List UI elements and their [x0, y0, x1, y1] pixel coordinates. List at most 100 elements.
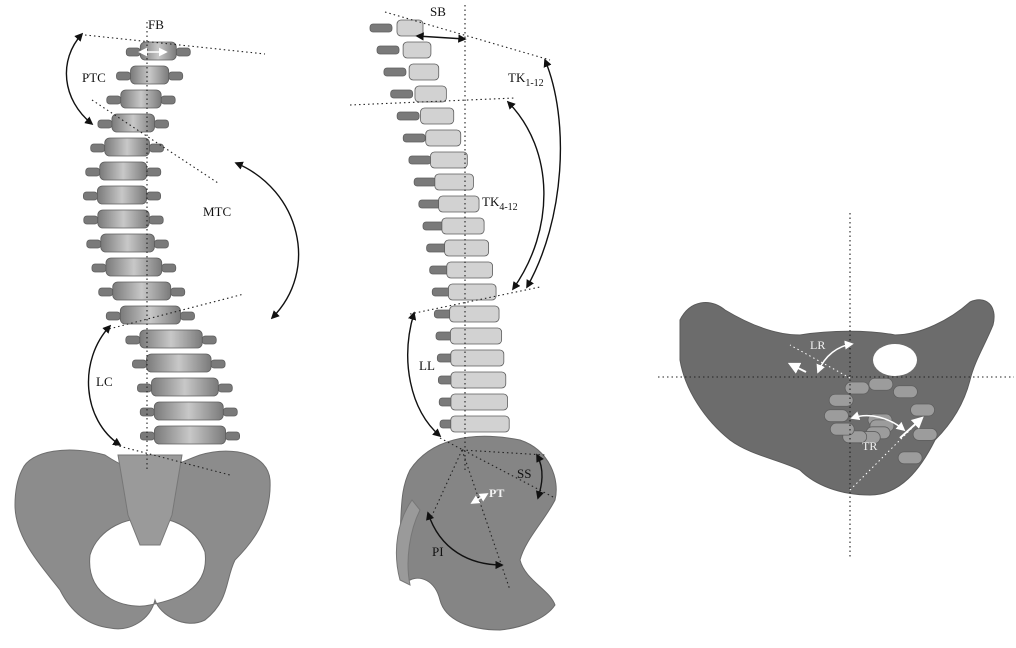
coronal-vertebra — [154, 402, 223, 420]
axial-vertebra — [830, 423, 854, 435]
sagittal-vertebrae — [370, 20, 509, 432]
tk1-12-sub: 1-12 — [525, 78, 543, 89]
sagittal-spinous-process — [414, 178, 436, 186]
axial-vertebra — [911, 404, 935, 416]
sagittal-vertebra — [451, 372, 506, 388]
coronal-transverse-process — [107, 96, 121, 104]
coronal-vertebra — [113, 282, 171, 300]
sagittal-vertebra — [451, 350, 504, 366]
axial-vertebra — [824, 410, 848, 422]
sagittal-vertebra — [431, 152, 468, 168]
coronal-vertebra — [120, 306, 180, 324]
sagittal-vertebra — [447, 262, 493, 278]
axial-vertebra — [869, 378, 893, 390]
coronal-vertebra — [100, 162, 147, 180]
coronal-vertebra — [98, 210, 149, 228]
coronal-vertebra — [140, 330, 202, 348]
tk1-12-main: TK — [508, 70, 526, 85]
tk4-12-label: TK4-12 — [482, 194, 518, 213]
coronal-transverse-process — [171, 288, 185, 296]
sagittal-spinous-process — [370, 24, 392, 32]
coronal-transverse-process — [86, 168, 100, 176]
coronal-transverse-process — [98, 120, 112, 128]
pt-label: PT — [489, 486, 504, 500]
coronal-vertebra — [112, 114, 155, 132]
sagittal-vertebra — [450, 306, 499, 322]
coronal-transverse-process — [162, 264, 176, 272]
coronal-transverse-process — [218, 384, 232, 392]
sagittal-vertebra — [426, 130, 461, 146]
coronal-vertebra — [151, 378, 218, 396]
coronal-vertebra — [121, 90, 161, 108]
sb-arrow — [417, 36, 465, 39]
sagittal-spinous-process — [397, 112, 419, 120]
tk1-12-label: TK1-12 — [508, 70, 544, 89]
coronal-transverse-process — [83, 192, 97, 200]
tr-label: TR — [862, 439, 877, 453]
coronal-transverse-process — [211, 360, 225, 368]
coronal-transverse-process — [132, 360, 146, 368]
coronal-vertebra — [105, 138, 150, 156]
coronal-transverse-process — [226, 432, 240, 440]
sagittal-pelvis — [398, 436, 556, 630]
pi-label: PI — [432, 544, 444, 559]
sagittal-vertebra — [445, 240, 489, 256]
sagittal-spinous-process — [409, 156, 431, 164]
tk4-12-arc — [508, 102, 544, 289]
coronal-transverse-process — [92, 264, 106, 272]
tk4-12-sub: 4-12 — [499, 202, 517, 213]
sagittal-vertebra — [421, 108, 454, 124]
coronal-transverse-process — [87, 240, 101, 248]
sagittal-vertebra — [439, 196, 479, 212]
coronal-vertebra — [97, 186, 146, 204]
sagittal-vertebra — [451, 416, 509, 432]
coronal-transverse-process — [180, 312, 194, 320]
axial-panel: LR TR — [658, 213, 1014, 558]
axial-vertebra — [898, 452, 922, 464]
coronal-sacrum — [118, 455, 182, 545]
coronal-transverse-process — [147, 192, 161, 200]
ll-arc — [408, 313, 440, 436]
coronal-transverse-process — [155, 120, 169, 128]
coronal-transverse-process — [126, 48, 140, 56]
tk4-12-main: TK — [482, 194, 500, 209]
lr-label: LR — [810, 338, 825, 352]
sagittal-spinous-process — [391, 90, 413, 98]
sagittal-spinous-process — [384, 68, 406, 76]
coronal-transverse-process — [154, 240, 168, 248]
sagittal-spinous-process — [419, 200, 441, 208]
mtc-label: MTC — [203, 204, 231, 219]
coronal-transverse-process — [137, 384, 151, 392]
coronal-vertebra — [146, 354, 211, 372]
mtc-arc — [236, 163, 299, 318]
coronal-transverse-process — [149, 216, 163, 224]
axial-vertebra — [893, 386, 917, 398]
coronal-vertebra — [140, 42, 176, 60]
coronal-vertebra — [131, 66, 169, 84]
axial-vertebra — [829, 394, 853, 406]
axial-vertebra — [845, 382, 869, 394]
coronal-panel: FB PTC MTC LC — [15, 17, 299, 629]
sagittal-vertebra — [448, 284, 496, 300]
sagittal-vertebra — [397, 20, 423, 36]
coronal-transverse-process — [150, 144, 164, 152]
coronal-transverse-process — [106, 312, 120, 320]
sagittal-vertebra — [450, 328, 501, 344]
sagittal-vertebra — [403, 42, 431, 58]
sb-label: SB — [430, 4, 446, 19]
sagittal-spinous-process — [377, 46, 399, 54]
sagittal-spinous-process — [403, 134, 425, 142]
sagittal-vertebra — [442, 218, 484, 234]
lc-label: LC — [96, 374, 113, 389]
coronal-vertebra — [101, 234, 155, 252]
ptc-label: PTC — [82, 70, 106, 85]
coronal-transverse-process — [202, 336, 216, 344]
fb-label: FB — [148, 17, 164, 32]
coronal-transverse-process — [84, 216, 98, 224]
coronal-transverse-process — [169, 72, 183, 80]
axial-foramen — [873, 344, 917, 376]
sagittal-vertebra — [451, 394, 508, 410]
coronal-transverse-process — [223, 408, 237, 416]
coronal-transverse-process — [126, 336, 140, 344]
